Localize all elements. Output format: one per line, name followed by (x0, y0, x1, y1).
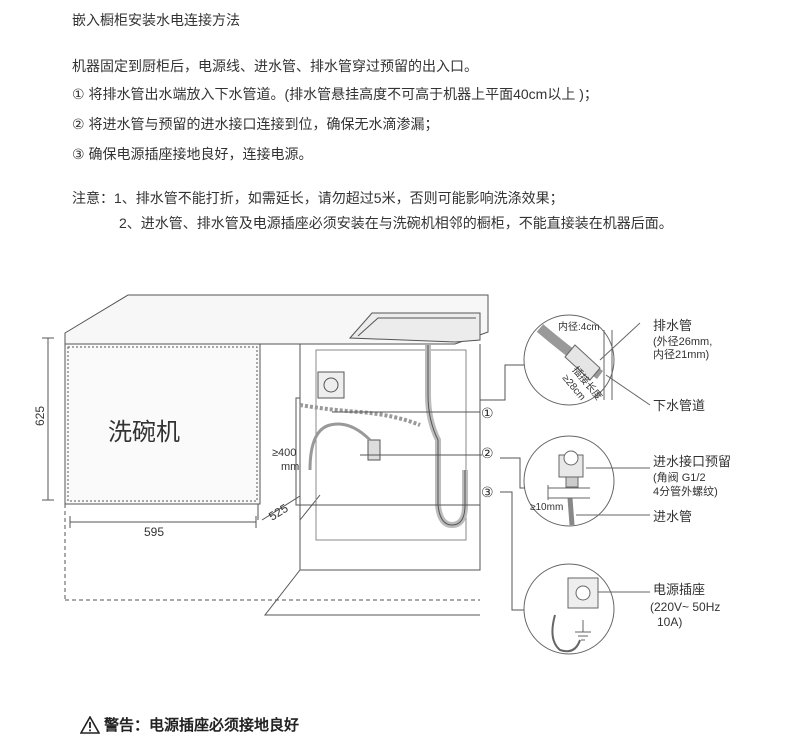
width-dim: 595 (144, 525, 164, 539)
hang-unit: mm (281, 461, 299, 473)
inlet-gap: ≥10mm (530, 502, 563, 513)
power-label: 电源插座 (653, 582, 705, 597)
intro-text: 机器固定到厨柜后，电源线、进水管、排水管穿过预留的出入口。 (72, 58, 478, 74)
step-3: ③ 确保电源插座接地良好，连接电源。 (72, 146, 313, 162)
note-line-1: 注意：1、排水管不能打折，如需延长，请勿超过5米，否则可能影响洗涤效果； (72, 190, 564, 206)
wall-socket (317, 371, 345, 399)
drain-hose (299, 403, 421, 427)
power-detail (523, 563, 650, 655)
dishwasher-label: 洗碗机 (108, 419, 180, 446)
cabinet-frame (259, 344, 481, 571)
note-line-2: 2、进水管、排水管及电源插座必须安装在与洗碗机相邻的橱柜，不能直接装在机器后面。 (119, 215, 673, 231)
drain-pipe-label: 下水管道 (653, 398, 705, 413)
sink (348, 312, 481, 343)
inlet-spec-2: 4分管外螺纹) (653, 484, 718, 498)
power-spec-1: (220V~ 50Hz (650, 600, 720, 614)
inlet-valve (367, 439, 381, 461)
drain-spec-2: 内径21mm) (653, 347, 709, 361)
page-title: 嵌入橱柜安装水电连接方法 (72, 12, 240, 28)
marker-2: ② (481, 445, 494, 461)
inlet-spec-1: (角阀 G1/2 (653, 470, 706, 484)
inlet-hose-label: 进水管 (653, 509, 692, 524)
inlet-label: 进水接口预留 (653, 454, 731, 469)
height-dim: 625 (33, 406, 47, 426)
marker-3: ③ (481, 484, 494, 500)
inlet-detail (523, 435, 650, 527)
drain-spec-1: (外径26mm, (653, 335, 712, 348)
drain-detail (523, 314, 651, 406)
drain-inner-dia: 内径:4cm (558, 320, 600, 333)
marker-1: ① (481, 405, 494, 421)
dishwasher-body (64, 343, 261, 505)
warning-icon (80, 716, 100, 734)
drain-label: 排水管 (653, 318, 692, 333)
step-2: ② 将进水管与预留的进水接口连接到位，确保无水滴渗漏； (72, 116, 439, 132)
warning-text: 警告：电源插座必须接地良好 (104, 717, 300, 734)
inlet-hose (308, 422, 372, 471)
power-spec-2: 10A) (657, 615, 682, 629)
step-1: ① 将排水管出水端放入下水管道。(排水管悬挂高度不可高于机器上平面40cm以上 … (72, 86, 598, 102)
drain-trap (425, 345, 468, 529)
hang-height: ≥400 (272, 447, 296, 459)
